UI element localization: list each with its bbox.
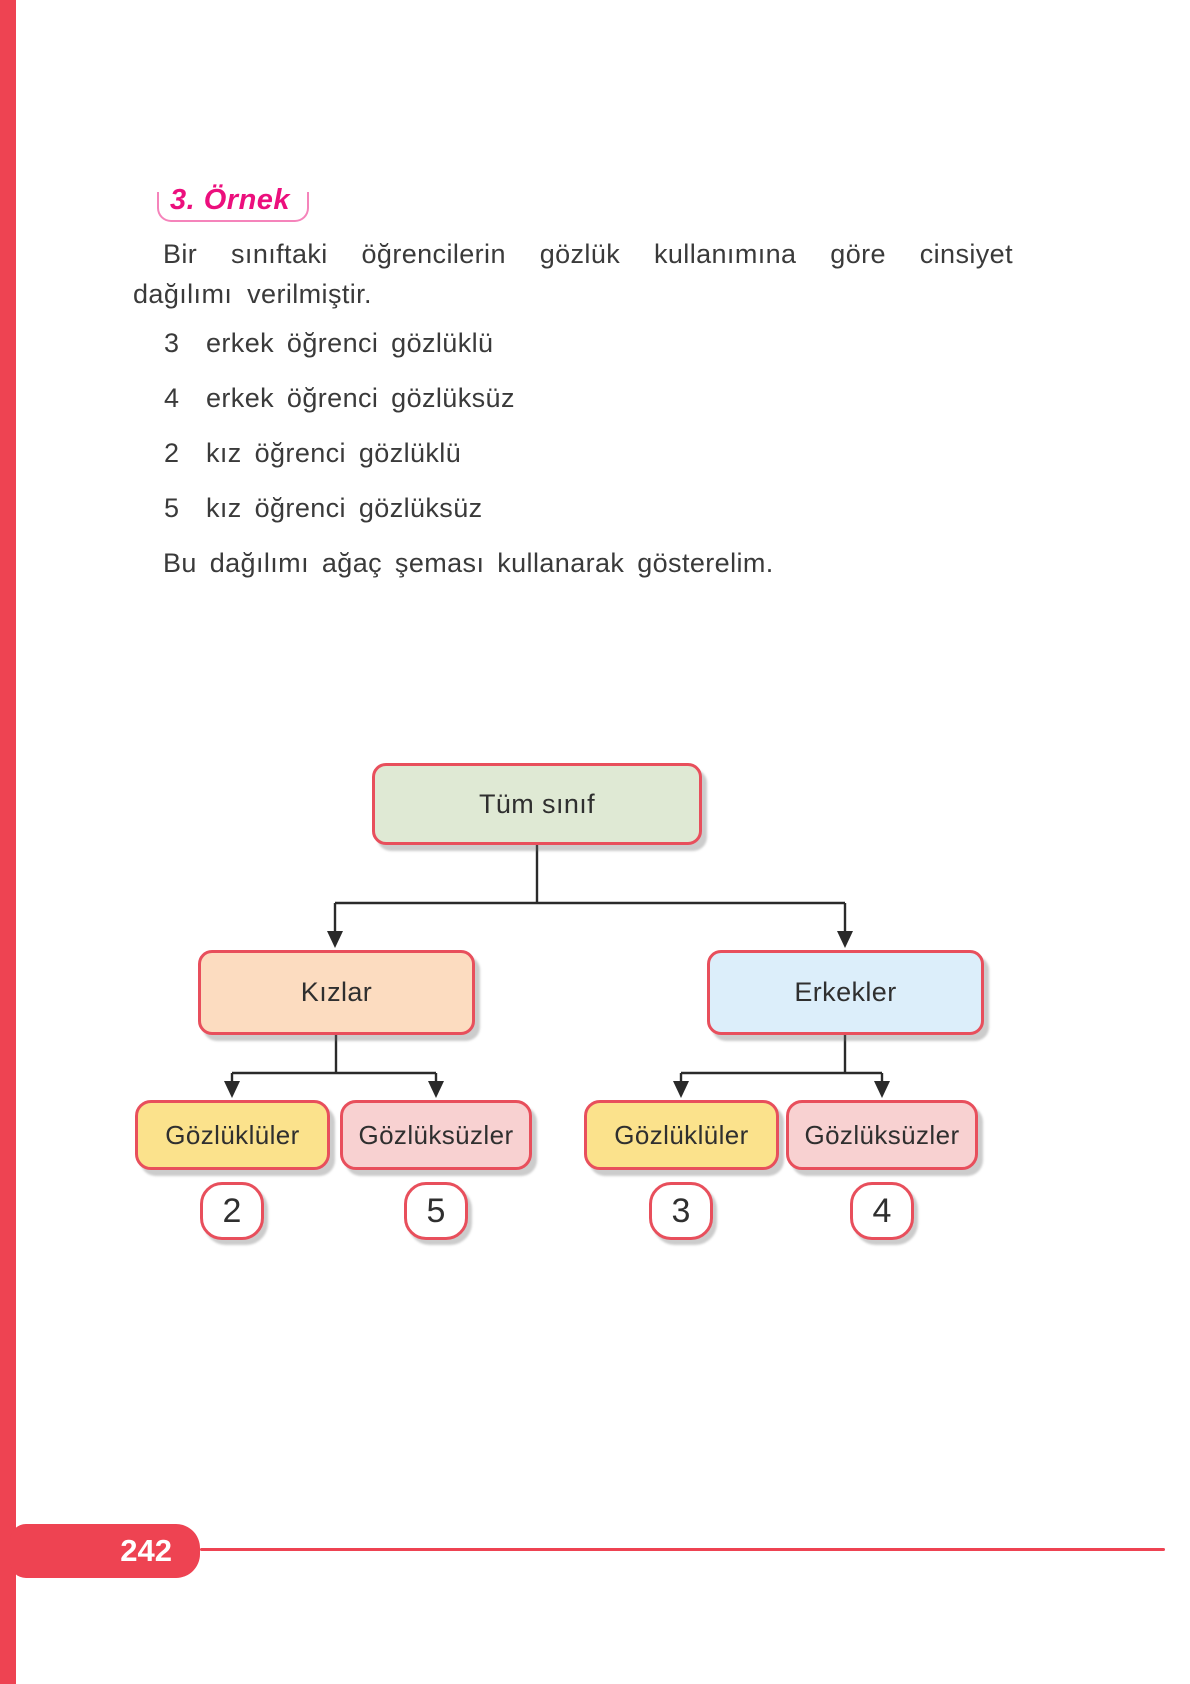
list-item: 4 erkek öğrenci gözlüksüz <box>164 383 864 438</box>
node-label: Gözlüklüler <box>165 1119 300 1150</box>
tree-node-girls: Kızlar <box>198 950 475 1035</box>
left-accent-bar <box>0 0 16 1684</box>
item-count: 3 <box>164 328 180 358</box>
item-label: erkek öğrenci gözlüklü <box>206 328 494 358</box>
count-girls-without-glasses: 5 <box>404 1182 468 1240</box>
item-count: 4 <box>164 383 180 413</box>
heading-underline-bracket <box>157 192 309 222</box>
list-item: 2 kız öğrenci gözlüklü <box>164 438 864 493</box>
count-boys-with-glasses: 3 <box>649 1182 713 1240</box>
item-count: 2 <box>164 438 180 468</box>
item-label: erkek öğrenci gözlüksüz <box>206 383 515 413</box>
node-label: Gözlüksüzler <box>358 1119 514 1150</box>
node-label: Erkekler <box>794 977 897 1007</box>
tree-node-whole-class: Tüm sınıf <box>372 763 702 845</box>
count-value: 2 <box>222 1191 242 1230</box>
tree-leaf-boys-without-glasses: Gözlüksüzler <box>786 1100 978 1170</box>
count-boys-without-glasses: 4 <box>850 1182 914 1240</box>
intro-paragraph: Bir sınıftaki öğrencilerin gözlük kullan… <box>133 239 1013 309</box>
node-label: Gözlüksüzler <box>804 1119 960 1150</box>
item-label: kız öğrenci gözlüksüz <box>206 493 483 523</box>
list-item: 5 kız öğrenci gözlüksüz <box>164 493 864 548</box>
node-label: Tüm sınıf <box>478 788 596 819</box>
page-number-badge: 242 <box>10 1524 200 1578</box>
page-number: 242 <box>120 1533 172 1568</box>
closing-sentence: Bu dağılımı ağaç şeması kullanarak göste… <box>163 548 774 578</box>
node-label: Gözlüklüler <box>614 1119 749 1150</box>
tree-leaf-boys-with-glasses: Gözlüklüler <box>584 1100 779 1170</box>
example-heading: 3. Örnek <box>170 184 291 216</box>
footer-rule-line <box>200 1548 1165 1551</box>
item-label: kız öğrenci gözlüklü <box>206 438 462 468</box>
node-label: Kızlar <box>300 977 373 1007</box>
distribution-list: 3 erkek öğrenci gözlüklü 4 erkek öğrenci… <box>164 328 864 548</box>
count-value: 5 <box>426 1191 446 1230</box>
tree-leaf-girls-with-glasses: Gözlüklüler <box>135 1100 330 1170</box>
list-item: 3 erkek öğrenci gözlüklü <box>164 328 864 383</box>
tree-node-boys: Erkekler <box>707 950 984 1035</box>
count-value: 4 <box>872 1191 892 1230</box>
tree-leaf-girls-without-glasses: Gözlüksüzler <box>340 1100 532 1170</box>
item-count: 5 <box>164 493 180 523</box>
count-value: 3 <box>671 1191 691 1230</box>
count-girls-with-glasses: 2 <box>200 1182 264 1240</box>
